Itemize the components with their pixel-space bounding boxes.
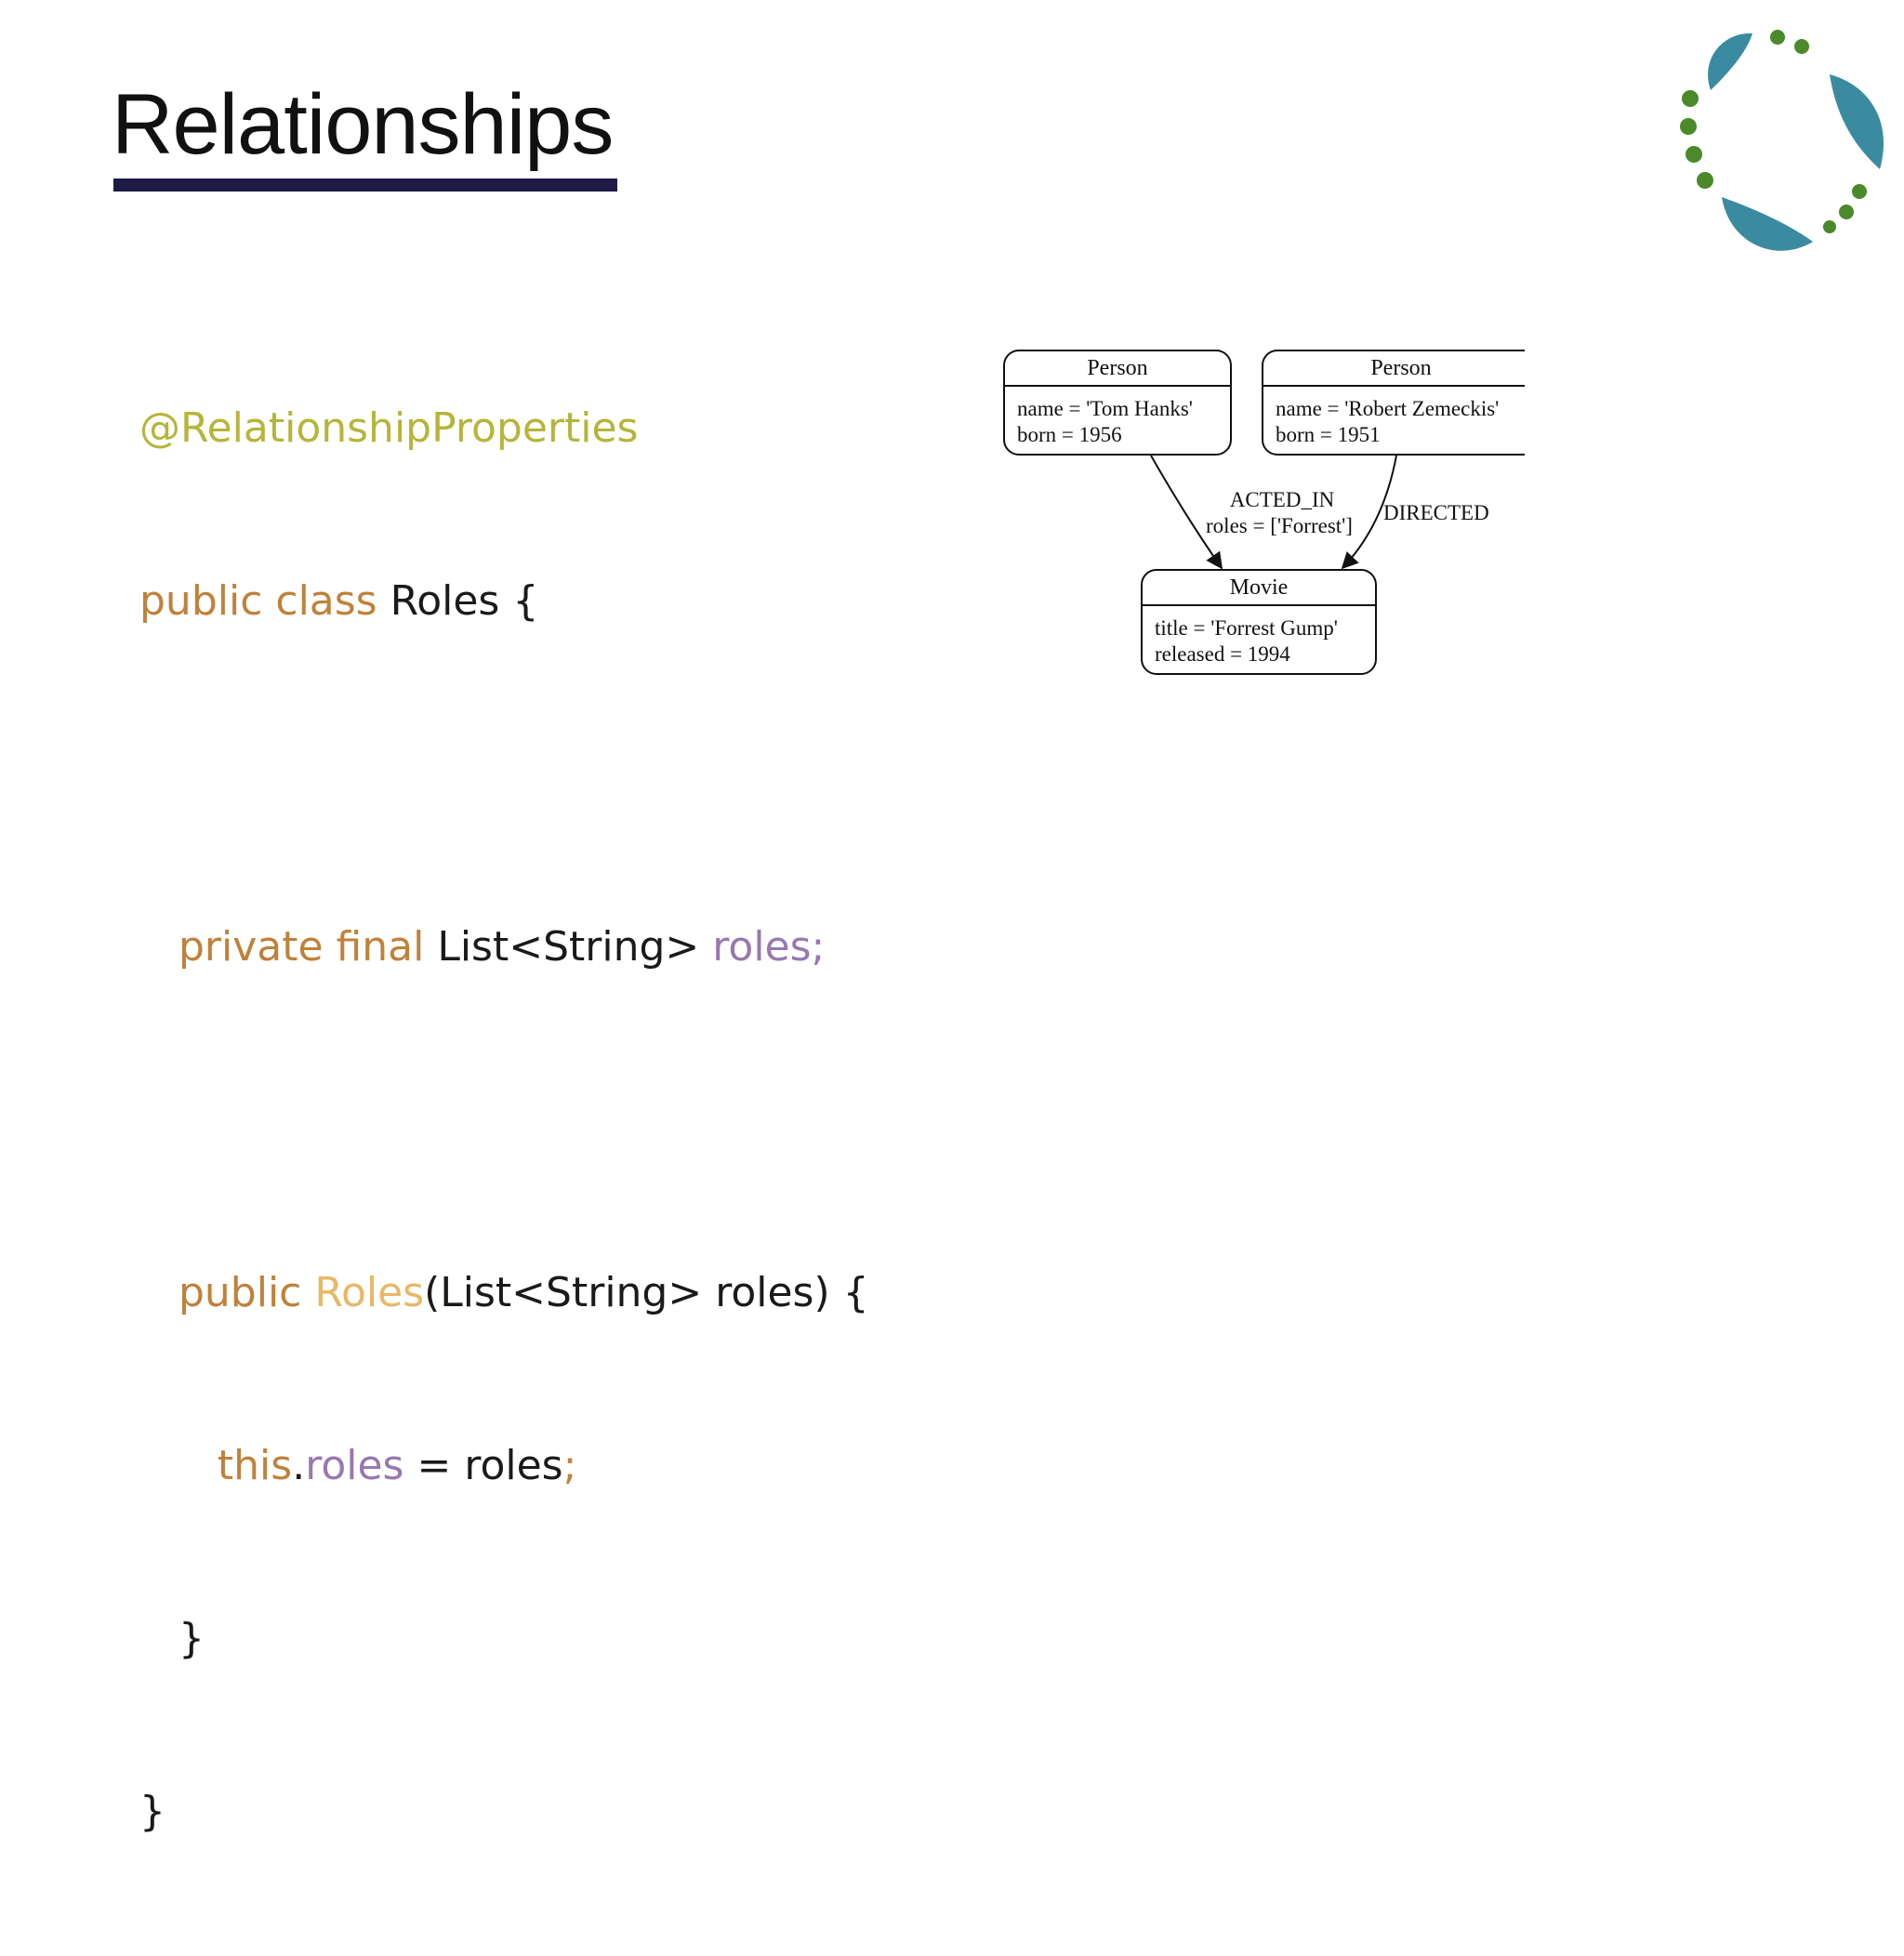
annotation-token: @RelationshipProperties [139,404,639,452]
edge-prop: roles = ['Forrest'] [1206,514,1353,537]
code-line-ctor-decl: public Roles(List<String> roles) { [139,1264,869,1322]
class-open-brace-token: { [512,577,539,625]
slide: Relationships @RelationshipProperties pu… [112,30,1884,1835]
node-label: Movie [1230,575,1289,600]
node-label: Person [1087,356,1147,380]
node-person-robert-zemeckis: Person name = 'Robert Zemeckis' born = 1… [1262,350,1525,456]
code-line-close-inner: } [139,1610,869,1668]
edge-directed: DIRECTED [1341,455,1489,570]
close-inner-brace-token: } [178,1615,205,1662]
leaf-circle-logo-icon [1680,30,1884,251]
node-box [1141,569,1377,675]
code-line-blank [139,746,869,803]
code-line-blank [139,1091,869,1149]
code-line-annotation: @RelationshipProperties [139,400,869,457]
ctor-params-token: (List<String> roles) { [424,1269,869,1316]
field-type-token: List<String> [437,923,700,971]
node-prop: born = 1956 [1017,423,1122,446]
edge-line [1341,455,1397,570]
edge-line [1150,455,1223,570]
leaf-top-left-icon [1708,33,1752,90]
title-underline [113,178,617,192]
node-prop: born = 1951 [1276,423,1381,446]
edge-acted-in: ACTED_IN roles = ['Forrest'] [1150,455,1353,570]
node-label: Person [1370,356,1431,380]
node-prop: name = 'Robert Zemeckis' [1276,397,1499,420]
assign-rhs-token: = roles [403,1442,563,1489]
this-keyword-token: this [217,1442,293,1489]
ctor-name-token: Roles [314,1269,425,1316]
logo-dots [1680,30,1867,233]
slide-title: Relationships [112,77,614,172]
code-line-class-decl: public class Roles { [139,573,869,630]
node-box [1003,350,1232,456]
leaf-right-icon [1830,74,1884,169]
graph-diagram: Person name = 'Tom Hanks' born = 1956 Pe… [1003,350,1525,675]
edge-label: ACTED_IN [1230,488,1335,511]
node-prop: title = 'Forrest Gump' [1155,616,1338,640]
node-prop: released = 1994 [1155,642,1290,666]
leaf-bottom-icon [1722,197,1813,251]
edge-label: DIRECTED [1383,501,1489,524]
code-line-assign: this.roles = roles; [139,1437,869,1495]
assign-semicolon-token: ; [562,1442,577,1489]
code-line-field-decl: private final List<String> roles; [139,919,869,976]
node-person-tom-hanks: Person name = 'Tom Hanks' born = 1956 [1003,350,1232,456]
node-movie-forrest-gump: Movie title = 'Forrest Gump' released = … [1141,569,1377,675]
dot-token: . [292,1442,306,1489]
close-outer-brace-token: } [139,1788,165,1835]
class-keyword-token: public class [139,577,377,625]
field-semicolon-token: ; [811,923,826,971]
field-keyword-token: private final [178,923,425,971]
assign-field-token: roles [305,1442,404,1489]
class-name-token: Roles [390,577,500,625]
code-block: @RelationshipProperties public class Rol… [139,284,869,1956]
code-line-close-outer: } [139,1783,869,1841]
ctor-keyword-token: public [178,1269,302,1316]
field-name-token: roles [712,923,812,971]
node-box [1262,350,1525,456]
node-prop: name = 'Tom Hanks' [1017,397,1193,420]
